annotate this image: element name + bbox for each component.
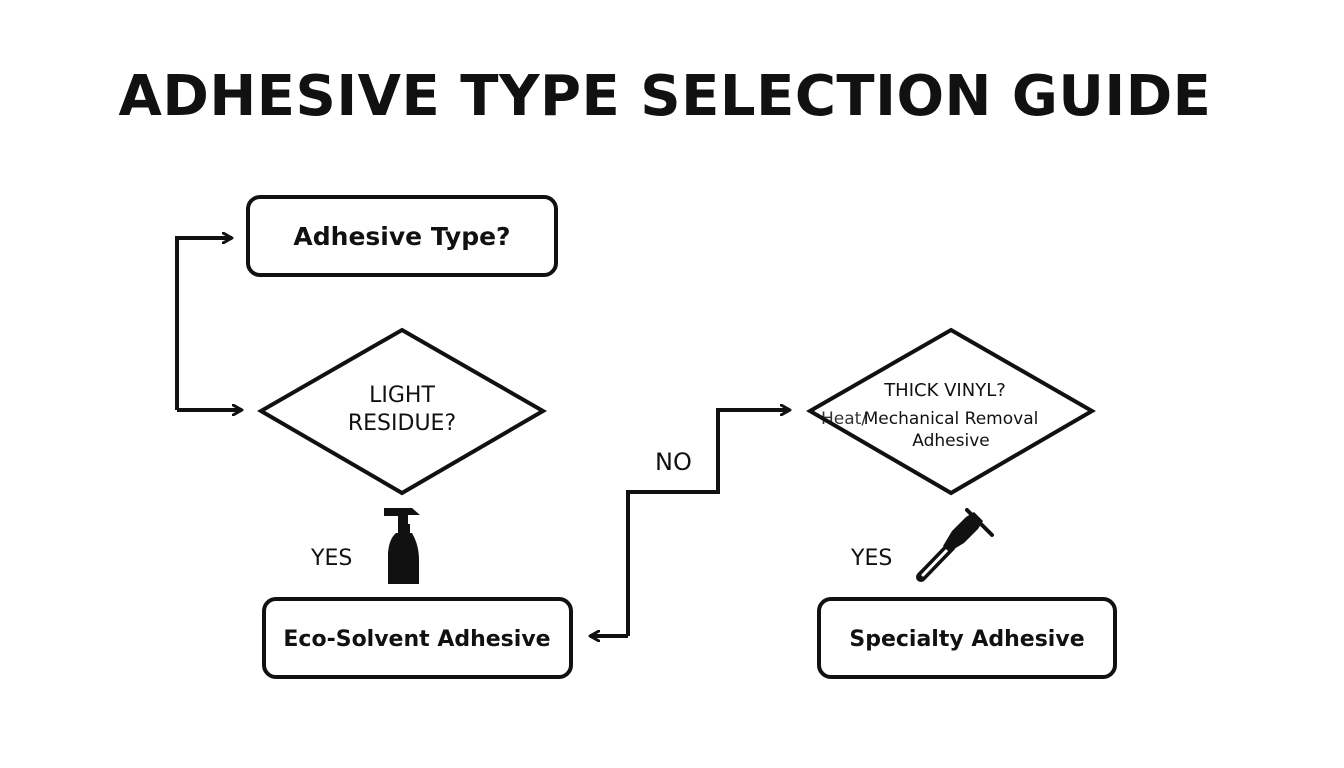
node-eco-solvent-label: Eco-Solvent Adhesive [283,627,550,652]
decision-light-residue: LIGHT RESIDUE? [257,327,547,496]
decision-thick-vinyl-line2: Mechanical Removal [864,409,1039,429]
edge-label-no: NO [655,448,692,476]
loop-connector [175,238,232,410]
decision-thick-vinyl-line1: THICK VINYL? [883,380,1006,401]
decision-thick-vinyl-overlap-text: Heat/ [821,409,867,429]
node-eco-solvent: Eco-Solvent Adhesive [262,597,573,679]
connectors [175,238,790,636]
decision-thick-vinyl: THICK VINYL? Heat/ Mechanical Removal Ad… [806,327,1096,496]
page-title: ADHESIVE TYPE SELECTION GUIDE [118,64,1212,129]
decision-light-residue-line1: LIGHT [369,383,435,408]
node-specialty: Specialty Adhesive [817,597,1117,679]
node-adhesive-type-label: Adhesive Type? [293,222,510,251]
decision-thick-vinyl-line3: Adhesive [912,431,989,451]
spray-bottle-icon [384,508,420,584]
no-branch-connector [626,410,790,636]
node-specialty-label: Specialty Adhesive [849,627,1084,652]
edge-label-yes-left: YES [310,546,352,571]
node-adhesive-type: Adhesive Type? [246,195,558,277]
decision-light-residue-line2: RESIDUE? [348,411,456,436]
scraper-icon [916,508,994,582]
edge-label-yes-right: YES [850,546,892,571]
